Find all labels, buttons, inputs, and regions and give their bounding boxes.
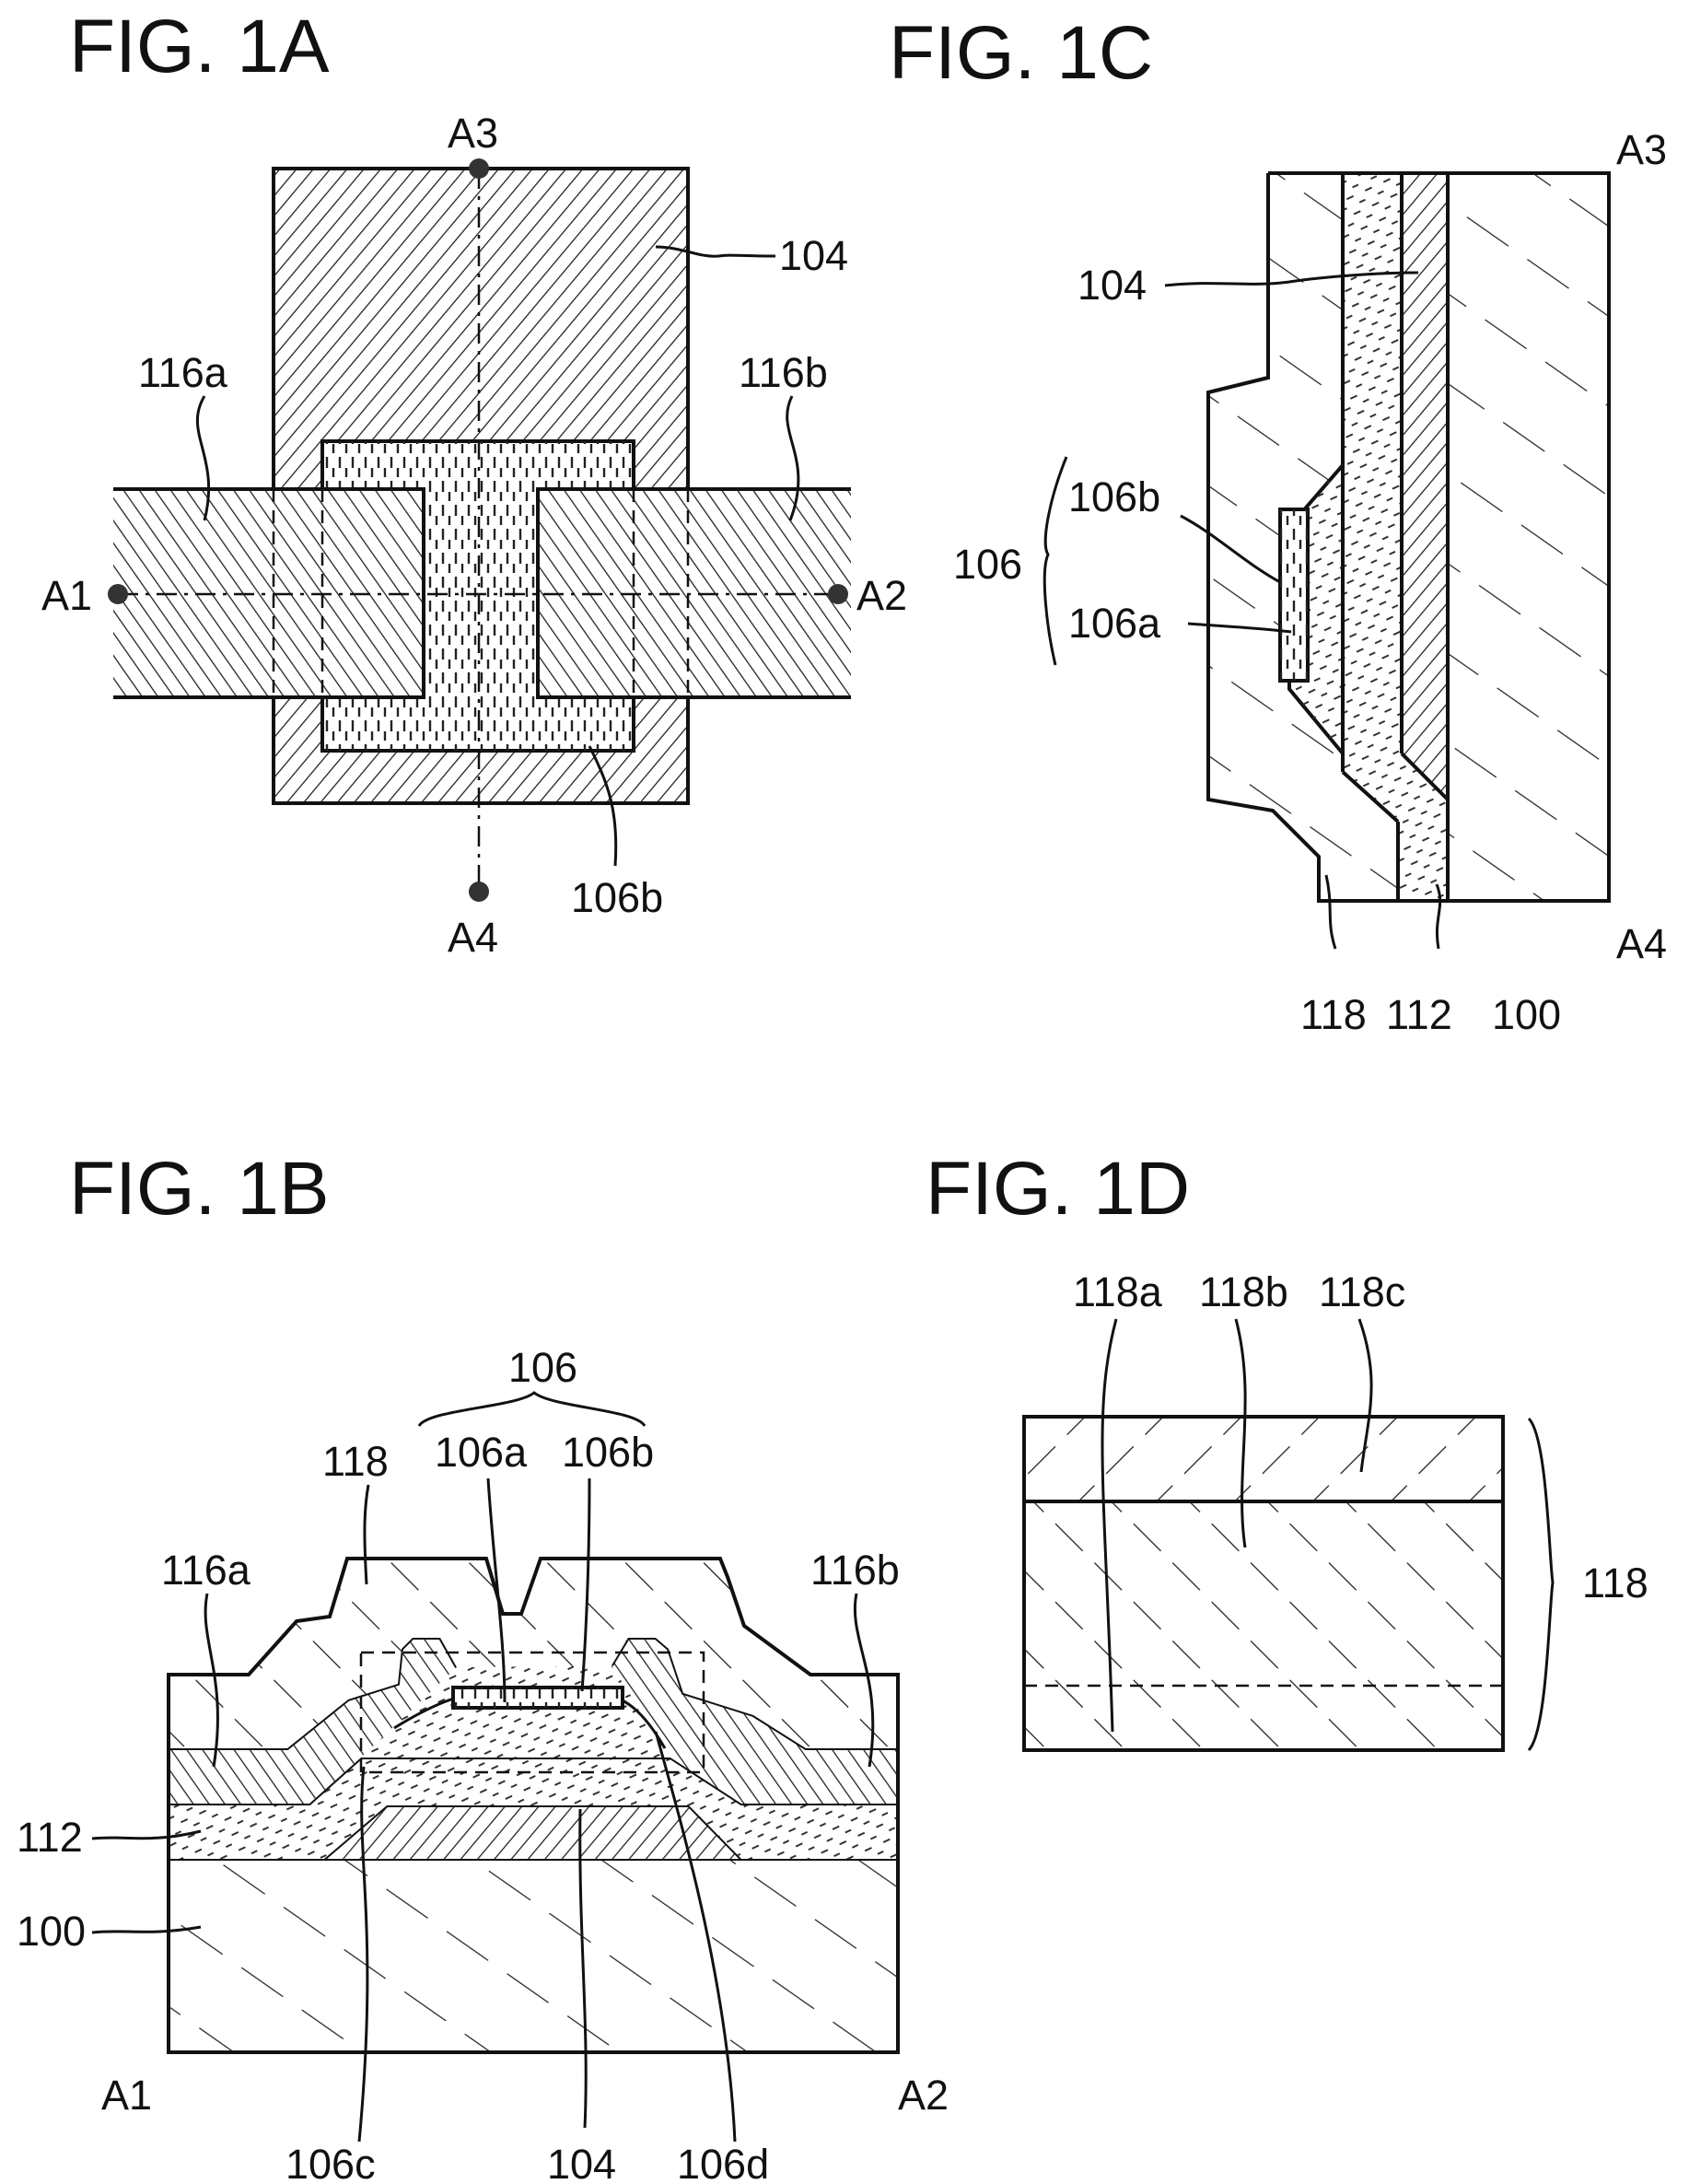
label-106a: 106a — [435, 1429, 528, 1476]
point-a3 — [469, 158, 489, 179]
label-a1: A1 — [101, 2072, 152, 2119]
point-a2 — [828, 584, 848, 604]
label-118: 118 — [1582, 1559, 1648, 1606]
point-a1 — [108, 584, 128, 604]
label-118c: 118c — [1319, 1268, 1405, 1315]
label-a2: A2 — [856, 572, 907, 619]
label-106b: 106b — [571, 874, 663, 921]
label-116b: 116b — [739, 349, 828, 396]
label-104: 104 — [779, 232, 848, 279]
label-118a: 118a — [1073, 1268, 1163, 1315]
label-116b: 116b — [810, 1547, 900, 1594]
label-a3: A3 — [448, 110, 498, 157]
brace-106 — [419, 1393, 645, 1426]
label-a1: A1 — [41, 572, 92, 619]
label-104: 104 — [547, 2141, 616, 2184]
label-a3: A3 — [1616, 126, 1667, 173]
label-a4: A4 — [448, 914, 498, 961]
fig-1c-title: FIG. 1C — [889, 11, 1153, 95]
label-106d: 106d — [677, 2141, 769, 2184]
label-a2: A2 — [898, 2072, 949, 2119]
fig-1d-title: FIG. 1D — [926, 1147, 1190, 1231]
label-100: 100 — [17, 1908, 86, 1955]
brace-118 — [1529, 1419, 1553, 1750]
figure-1d: FIG. 1D 118a 118b 118c 118 — [926, 1147, 1648, 1750]
brace-106 — [1044, 457, 1066, 665]
label-106b: 106b — [1068, 473, 1160, 520]
figure-1b: FIG. 1B 106 — [17, 1147, 949, 2184]
label-106b: 106b — [562, 1429, 654, 1476]
label-118b: 118b — [1199, 1268, 1288, 1315]
label-a4: A4 — [1616, 920, 1667, 967]
label-118: 118 — [322, 1438, 389, 1485]
label-106a: 106a — [1068, 600, 1161, 647]
fig-1a-title: FIG. 1A — [69, 5, 330, 88]
label-116a: 116a — [161, 1547, 251, 1594]
label-112: 112 — [17, 1814, 83, 1861]
label-116a: 116a — [138, 349, 228, 396]
label-100: 100 — [1492, 991, 1561, 1038]
fig-1b-title: FIG. 1B — [69, 1147, 330, 1231]
label-106c: 106c — [285, 2141, 376, 2184]
figure-1c: FIG. 1C A3 A4 104 106 106b — [889, 11, 1667, 1038]
label-106: 106 — [953, 541, 1022, 588]
label-118: 118 — [1300, 991, 1367, 1038]
label-106: 106 — [508, 1344, 577, 1391]
label-112: 112 — [1386, 991, 1452, 1038]
label-104: 104 — [1077, 262, 1147, 309]
figure-1a: FIG. 1A A3 A4 A1 A2 104 116a — [41, 5, 907, 961]
point-a4 — [469, 882, 489, 902]
